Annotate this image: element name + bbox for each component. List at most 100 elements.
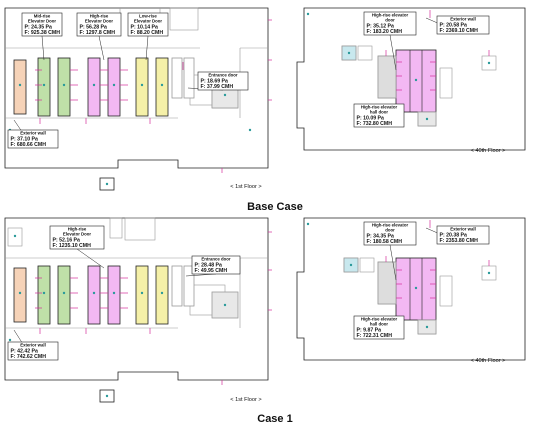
- callout-leader-line: [185, 273, 217, 277]
- callout-flow: F: 680.66 CMH: [11, 142, 47, 148]
- stair: [183, 265, 195, 307]
- callout-leader-line: [145, 35, 149, 61]
- callout-pressure: P: 18.69 Pa: [201, 79, 229, 85]
- callout-title: door: [385, 228, 395, 233]
- small-room: [99, 389, 115, 403]
- flow-arrows: [35, 19, 272, 173]
- callout-flow: F: 2369.10 CMH: [440, 28, 479, 34]
- flow-nodes: [8, 234, 227, 398]
- high-rise-shaft: [107, 265, 121, 325]
- callout-pressure: P: 10.14 Pa: [131, 25, 159, 31]
- mid-rise-shaft: [37, 265, 51, 325]
- flow-arrows: [385, 220, 490, 299]
- callout-pressure: P: 9.87 Pa: [357, 328, 382, 334]
- callout-box: [7, 129, 59, 149]
- callout-leader-line: [389, 244, 397, 281]
- callout-flow: F: 1235.10 CMH: [53, 243, 92, 249]
- callout-title: High-rise elevator: [361, 105, 398, 110]
- callout-box: [191, 255, 241, 275]
- callout-box: [76, 12, 122, 37]
- callout-title: High-rise elevator: [372, 13, 409, 18]
- callout-box: [197, 71, 249, 91]
- callout-box: [21, 12, 63, 37]
- floor-label-1st: < 1st Floor >: [230, 184, 261, 190]
- low-rise-shaft: [155, 265, 169, 325]
- base-case-40th-floor-plan: [296, 7, 526, 151]
- case-title: Base Case: [247, 201, 303, 213]
- callout-flow: F: 2353.80 CMH: [440, 238, 479, 244]
- callout-title: Elevator Door: [85, 19, 114, 24]
- case-1-40th-floor-plan: [296, 217, 526, 361]
- callout-pressure: P: 34.35 Pa: [367, 234, 395, 240]
- callout-box: [436, 225, 490, 245]
- callout-flow: F: 183.20 CMH: [367, 29, 403, 35]
- floor-label-40th: < 40th Floor >: [471, 358, 506, 364]
- callout-pressure: P: 52.16 Pa: [53, 238, 81, 244]
- callout-leader-line: [98, 35, 105, 61]
- callout-title: Exterior wall: [20, 343, 46, 348]
- callout-box: [353, 103, 405, 128]
- stair: [171, 265, 183, 307]
- callout-pressure: P: 28.48 Pa: [195, 263, 223, 269]
- callout-title: Elevator Door: [28, 19, 57, 24]
- callout-title: door: [385, 18, 395, 23]
- callout-title: Mid-rise: [34, 14, 51, 19]
- case-1-1st-floor-plan: [4, 217, 272, 403]
- flow-nodes: [8, 83, 252, 186]
- exterior-wall: [296, 7, 526, 151]
- callout-box: [7, 341, 59, 361]
- small-room: [99, 177, 115, 191]
- base-case-1st-floor-plan: [4, 7, 272, 191]
- callout-flow: F: 742.62 CMH: [11, 354, 47, 360]
- callout-title: High-rise elevator: [361, 317, 398, 322]
- case-title: Case 1: [257, 413, 292, 425]
- callout-flow: F: 180.58 CMH: [367, 239, 403, 245]
- callout-pressure: P: 35.12 Pa: [367, 24, 395, 30]
- service-shaft: [13, 59, 27, 115]
- floor-label-1st: < 1st Floor >: [230, 397, 261, 403]
- callout-flow: F: 49.95 CMH: [195, 268, 228, 274]
- flow-arrows: [35, 231, 272, 385]
- callout-pressure: P: 10.09 Pa: [357, 116, 385, 122]
- callout-title: Entrance door: [208, 73, 237, 78]
- callout-title: Low-rise: [139, 14, 157, 19]
- callout-pressure: P: 20.58 Pa: [440, 23, 468, 29]
- high-rise-shaft: [87, 57, 101, 117]
- floor-label-40th: < 40th Floor >: [471, 148, 506, 154]
- exterior-wall: [4, 217, 269, 381]
- callout-box: [353, 315, 405, 340]
- callout-pressure: P: 37.10 Pa: [11, 137, 39, 143]
- callout-title: Elevator Door: [63, 232, 92, 237]
- high-rise-shaft: [87, 265, 101, 325]
- low-rise-shaft: [135, 265, 149, 325]
- callout-title: High-rise: [68, 227, 87, 232]
- service-room: [377, 55, 397, 99]
- callout-box: [363, 11, 417, 36]
- callout-title: High-rise elevator: [372, 223, 409, 228]
- low-rise-shaft: [135, 57, 149, 117]
- high-rise-shaft: [107, 57, 121, 117]
- callout-flow: F: 37.99 CMH: [201, 84, 234, 90]
- callout-title: hall door: [370, 322, 388, 327]
- callout-title: Exterior wall: [20, 131, 46, 136]
- callout-title: Exterior wall: [450, 17, 476, 22]
- label-layer: < 1st Floor > < 40th Floor > Base Case < 1s…: [230, 148, 505, 425]
- service-room: [377, 261, 397, 305]
- callout-title: High-rise: [90, 14, 109, 19]
- callout-title: hall door: [370, 110, 388, 115]
- callout-pressure: P: 20.38 Pa: [440, 233, 468, 239]
